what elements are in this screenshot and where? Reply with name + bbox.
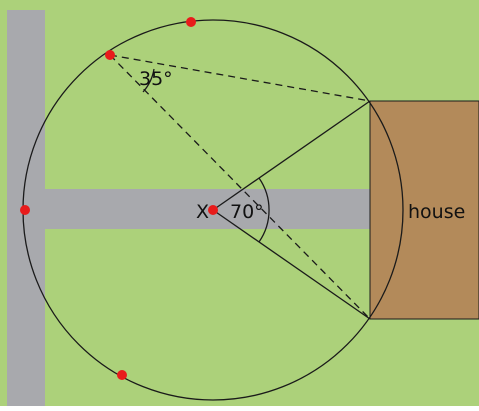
point-top: [186, 17, 196, 27]
house-label: house: [408, 201, 465, 223]
central-ray-lower: [212, 209, 371, 320]
central-angle-label: 70°: [230, 201, 264, 223]
point-center: [208, 205, 218, 215]
point-left: [20, 205, 30, 215]
central-angle-arc: [258, 177, 270, 243]
point-bottom: [117, 370, 127, 380]
point-vertex: [105, 50, 115, 60]
horizontal-road: [45, 189, 371, 229]
inscribed-angle-label: 35°: [139, 68, 173, 90]
inscribed-ray-upper: [109, 54, 371, 102]
inscribed-ray-lower: [109, 54, 371, 320]
inscribed-angle-arc: [142, 68, 155, 93]
point-x-label: X: [196, 201, 209, 223]
central-ray-upper: [212, 100, 371, 211]
